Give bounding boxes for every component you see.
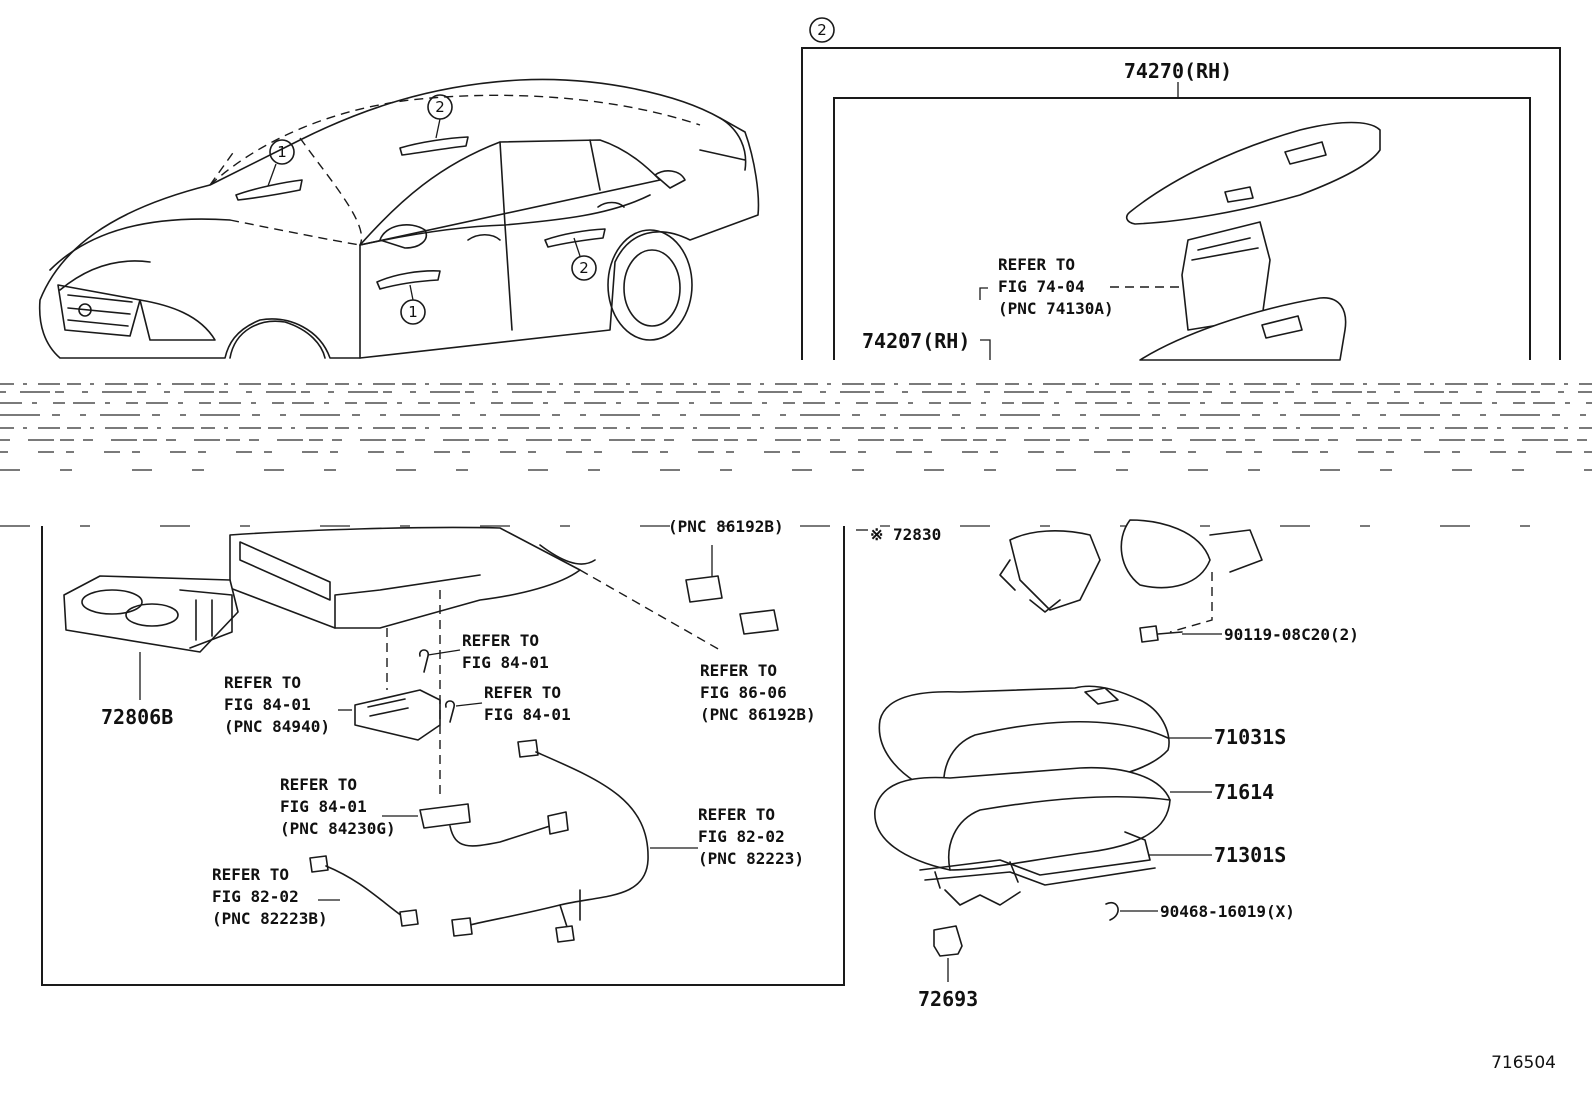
callout-1-top: 1 [277, 143, 287, 161]
ref-84-01-b-line1: REFER TO [484, 683, 561, 702]
ref-74-04-line3: (PNC 74130A) [998, 299, 1114, 318]
ref-82223-line2: FIG 82-02 [698, 827, 785, 846]
ref-86-06-line2: FIG 86-06 [700, 683, 787, 702]
ref-84940-line3: (PNC 84940) [224, 717, 330, 736]
car-illustration [38, 78, 760, 359]
ref-84-01-a-line1: REFER TO [462, 631, 539, 650]
ref-86-06-line1: REFER TO [700, 661, 777, 680]
ref-82223-line3: (PNC 82223) [698, 849, 804, 868]
ref-84940-line1: REFER TO [224, 673, 301, 692]
ref-84230g-line1: REFER TO [280, 775, 357, 794]
part-74270-label: 74270(RH) [1124, 59, 1232, 83]
part-72693-label: 72693 [918, 987, 978, 1011]
ref-82223b-line3: (PNC 82223B) [212, 909, 328, 928]
callout-1-door: 1 [408, 303, 418, 321]
ref-84-01-b-line2: FIG 84-01 [484, 705, 571, 724]
ref-74-04-line1: REFER TO [998, 255, 1075, 274]
ref-84230g-line3: (PNC 84230G) [280, 819, 396, 838]
ref-74-04-line2: FIG 74-04 [998, 277, 1085, 296]
ref-82223-line1: REFER TO [698, 805, 775, 824]
part-74207-label: 74207(RH) [862, 329, 970, 353]
part-72806b-label: 72806B [101, 705, 173, 729]
part-71614-label: 71614 [1214, 780, 1274, 804]
part-71301s-label: 71301S [1214, 843, 1286, 867]
ref-84230g-line2: FIG 84-01 [280, 797, 367, 816]
partial-pnc-label: (PNC 86192B) [668, 517, 784, 536]
ref-84-01-a-line2: FIG 84-01 [462, 653, 549, 672]
ref-86-06-line3: (PNC 86192B) [700, 705, 816, 724]
scan-noise-band [0, 383, 1592, 527]
rear-switch-frame [801, 17, 1561, 361]
callout-2-frame: 2 [817, 21, 827, 39]
part-90119-label: 90119-08C20(2) [1224, 625, 1359, 644]
ref-82223b-line2: FIG 82-02 [212, 887, 299, 906]
ref-84940-line2: FIG 84-01 [224, 695, 311, 714]
part-71031s-label: 71031S [1214, 725, 1286, 749]
callout-2-top: 2 [435, 98, 445, 116]
armrest-assembly [856, 519, 1263, 982]
console-parts-frame [41, 526, 845, 986]
part-72830-label: ※ 72830 [870, 525, 941, 544]
ref-82223b-line1: REFER TO [212, 865, 289, 884]
figure-number: 716504 [1491, 1053, 1556, 1073]
callout-2-door: 2 [579, 259, 589, 277]
part-90468-label: 90468-16019(X) [1160, 902, 1295, 921]
